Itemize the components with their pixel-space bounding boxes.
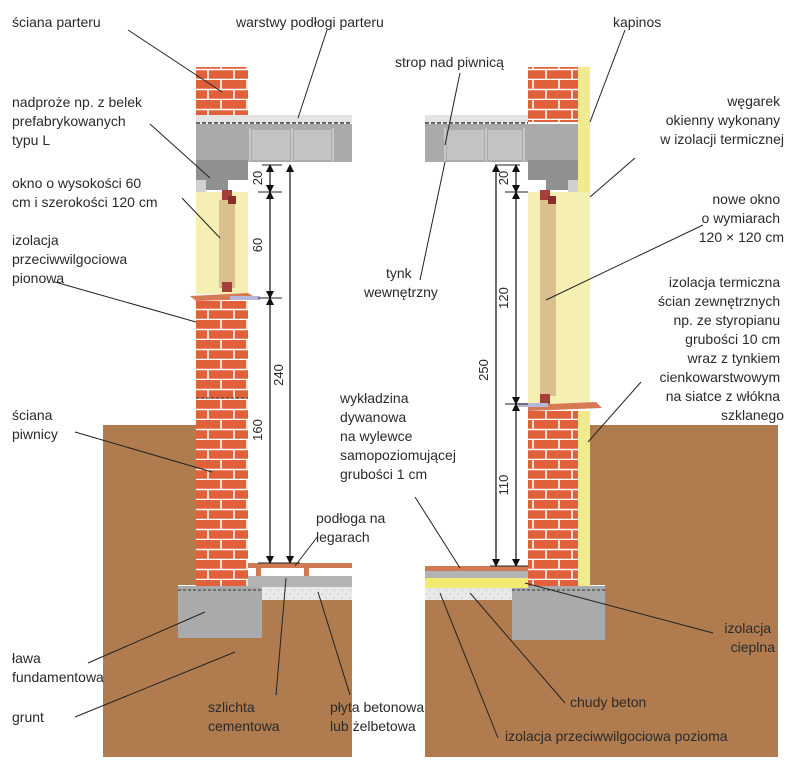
label-soil: grunt bbox=[12, 709, 44, 725]
label-vertical-dpc-line1: izolacja bbox=[12, 232, 59, 248]
label-basement-wall: ściana piwnicy bbox=[12, 407, 58, 442]
label-concrete-slab: płyta betonowa lub żelbetowa bbox=[330, 699, 428, 734]
label-wall-thermal-insulation-line7: na siatce z włókna bbox=[666, 388, 781, 404]
label-small-window-line2: cm i szerokości 120 cm bbox=[12, 194, 157, 210]
label-concrete-slab-line2: lub żelbetowa bbox=[330, 718, 416, 734]
label-window-reveal-line2: okienny wykonany bbox=[666, 112, 780, 128]
right-gravel-bed bbox=[425, 588, 512, 600]
label-carpet-line5: grubości 1 cm bbox=[340, 466, 427, 482]
right-floor-finish-layers bbox=[425, 115, 528, 123]
label-plaster: tynk wewnętrzny bbox=[363, 265, 438, 300]
right-dim-20: 20 bbox=[496, 171, 511, 185]
left-dim-160: 160 bbox=[250, 419, 265, 441]
label-footing-line1: ława bbox=[12, 650, 41, 666]
label-vertical-dpc-line2: przeciwwilgociowa bbox=[12, 251, 127, 267]
label-carpet-line2: dywanowa bbox=[340, 409, 406, 425]
right-dim-110: 110 bbox=[496, 475, 511, 496]
label-lean-concrete: chudy beton bbox=[570, 694, 646, 710]
right-thermal-insulation-floor bbox=[425, 578, 528, 588]
label-basement-wall-line1: ściana bbox=[12, 407, 53, 423]
label-concrete-slab-line1: płyta betonowa bbox=[330, 699, 424, 715]
label-drip-edge: kapinos bbox=[613, 14, 661, 30]
label-new-window-line1: nowe okno bbox=[712, 191, 780, 207]
label-floor-thermal-insulation-line2: cieplna bbox=[731, 639, 776, 655]
label-horizontal-dpc: izolacja przeciwwilgociowa pozioma bbox=[505, 728, 728, 744]
left-gravel-bed bbox=[262, 587, 352, 600]
label-wall-thermal-insulation-line8: szklanego bbox=[721, 407, 784, 423]
label-joist-floor: podłoga na legarach bbox=[316, 510, 389, 545]
right-window-insulation bbox=[528, 192, 590, 404]
label-lintel-line1: nadproże np. z belek bbox=[12, 94, 143, 110]
label-screed-line2: cementowa bbox=[208, 718, 280, 734]
label-carpet-line4: samopoziomującej bbox=[340, 447, 456, 463]
label-wall-thermal-insulation: izolacja termiczna ścian zewnętrznych np… bbox=[658, 274, 784, 423]
label-ground-floor-wall: ściana parteru bbox=[12, 14, 101, 30]
label-footing: ława fundamentowa bbox=[12, 650, 104, 685]
label-carpet-line1: wykładzina bbox=[339, 390, 409, 406]
soil-left bbox=[103, 425, 352, 757]
label-joist-floor-line2: legarach bbox=[316, 529, 370, 545]
left-foundation-footing bbox=[178, 586, 262, 638]
label-basement-wall-line2: piwnicy bbox=[12, 426, 58, 442]
label-lintel-line3: typu L bbox=[12, 132, 50, 148]
label-joist-floor-line1: podłoga na bbox=[316, 510, 386, 526]
left-dim-60: 60 bbox=[250, 238, 265, 252]
right-basement-wall bbox=[528, 411, 578, 586]
right-ground-floor-wall bbox=[528, 67, 578, 122]
left-window-frame bbox=[219, 200, 235, 288]
right-dim-120: 120 bbox=[496, 287, 511, 309]
right-dim-250: 250 bbox=[476, 359, 491, 381]
right-window-frame bbox=[540, 200, 556, 396]
left-lintel-l-beam bbox=[196, 160, 248, 190]
label-new-window: nowe okno o wymiarach 120 × 120 cm bbox=[699, 191, 784, 245]
right-screed bbox=[425, 571, 528, 578]
label-screed-line1: szlichta bbox=[208, 699, 255, 715]
label-floor-thermal-insulation: izolacja cieplna bbox=[724, 620, 775, 655]
left-dim-240: 240 bbox=[271, 364, 286, 386]
right-dimension-lines bbox=[490, 164, 528, 567]
label-new-window-line3: 120 × 120 cm bbox=[699, 229, 784, 245]
label-floor-thermal-insulation-line1: izolacja bbox=[724, 620, 771, 636]
label-ceiling: strop nad piwnicą bbox=[395, 54, 504, 70]
label-small-window-line1: okno o wysokości 60 bbox=[12, 175, 141, 191]
label-vertical-dpc: izolacja przeciwwilgociowa pionowa bbox=[12, 232, 131, 286]
right-foundation-footing bbox=[512, 586, 605, 640]
label-new-window-line2: o wymiarach bbox=[702, 210, 781, 226]
leader-lines bbox=[54, 29, 714, 739]
label-wall-thermal-insulation-line1: izolacja termiczna bbox=[669, 274, 780, 290]
label-window-reveal: węgarek okienny wykonany w izolacji term… bbox=[659, 93, 784, 147]
left-basement-wall bbox=[196, 301, 248, 586]
label-wall-thermal-insulation-line4: grubości 10 cm bbox=[685, 331, 780, 347]
left-concrete-slab bbox=[248, 576, 352, 587]
label-lintel-line2: prefabrykowanych bbox=[12, 113, 126, 129]
label-floor-layers: warstwy podłogi parteru bbox=[235, 14, 384, 30]
right-lintel-l-beam bbox=[528, 160, 578, 190]
left-ground-floor-wall bbox=[196, 67, 248, 122]
label-vertical-dpc-line3: pionowa bbox=[12, 270, 64, 286]
label-window-reveal-line1: węgarek bbox=[726, 93, 781, 109]
label-carpet-line3: na wylewce bbox=[340, 428, 413, 444]
label-wall-thermal-insulation-line2: ścian zewnętrznych bbox=[658, 293, 780, 309]
label-wall-thermal-insulation-line3: np. ze styropianu bbox=[673, 312, 780, 328]
label-plaster-line2: wewnętrzny bbox=[363, 284, 438, 300]
left-floor-finish-layers bbox=[196, 115, 352, 123]
left-joist-floor bbox=[248, 563, 352, 568]
label-window-reveal-line3: w izolacji termicznej bbox=[659, 131, 784, 147]
label-plaster-line1: tynk bbox=[386, 265, 413, 281]
soil-right bbox=[425, 425, 778, 757]
label-wall-thermal-insulation-line5: wraz z tynkiem bbox=[687, 350, 781, 366]
right-carpet bbox=[425, 566, 528, 571]
label-small-window: okno o wysokości 60 cm i szerokości 120 … bbox=[12, 175, 157, 210]
left-dim-20: 20 bbox=[250, 171, 265, 185]
left-dimension-lines bbox=[258, 164, 300, 564]
label-lintel: nadproże np. z belek prefabrykowanych ty… bbox=[12, 94, 146, 148]
right-thermal-insulation-lower bbox=[578, 411, 590, 586]
label-footing-line2: fundamentowa bbox=[12, 669, 104, 685]
label-screed: szlichta cementowa bbox=[208, 699, 280, 734]
label-carpet: wykładzina dywanowa na wylewce samopozio… bbox=[339, 390, 460, 482]
right-thermal-insulation-upper bbox=[578, 67, 590, 192]
label-wall-thermal-insulation-line6: cienkowarstwowym bbox=[660, 369, 781, 385]
